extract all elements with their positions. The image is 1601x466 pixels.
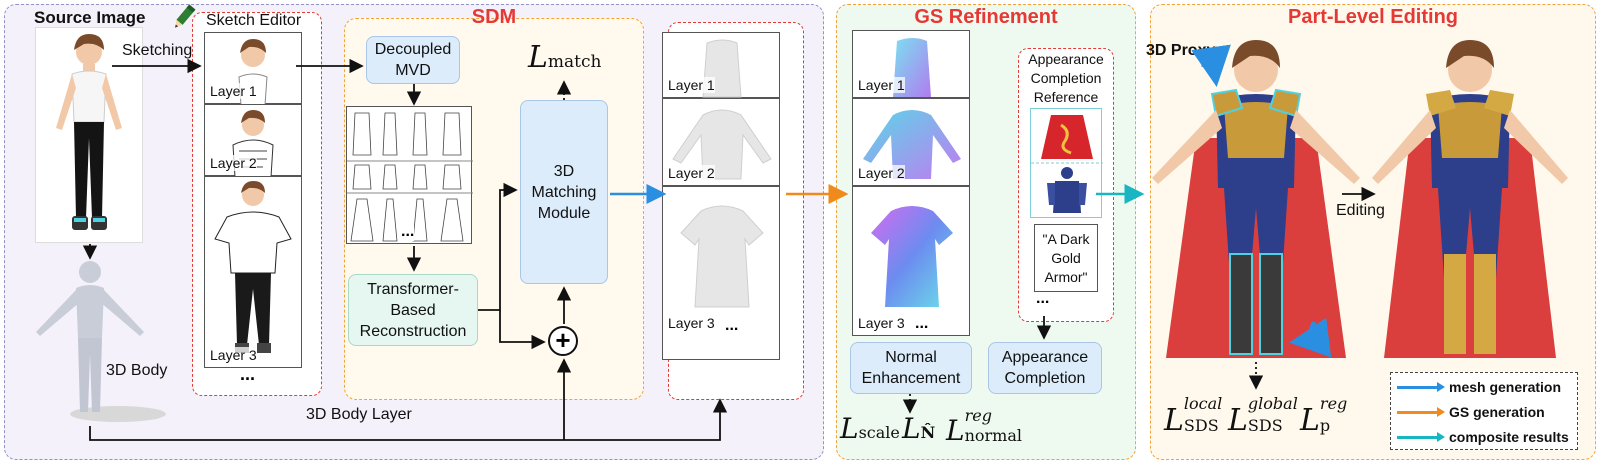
loss-p-reg-subscript: p: [1319, 416, 1331, 435]
legend-composite-arrow-icon: [1397, 431, 1445, 442]
mesh-layer-1-label: Layer 1: [668, 77, 715, 93]
gs-layer-3: Layer 3 ...: [852, 186, 970, 336]
editing-label: Editing: [1336, 202, 1385, 219]
transformer-reconstruction-box: Transformer- Based Reconstruction: [348, 274, 478, 346]
sketch-layer-1-label: Layer 1: [210, 83, 257, 99]
source-character-figure: [56, 34, 122, 230]
loss-global-sds-symbol: L: [1228, 403, 1248, 438]
mesh-layer-2-label: Layer 2: [668, 165, 715, 181]
body-layer-label: 3D Body Layer: [306, 406, 412, 423]
loss-match-subscript: match: [547, 52, 602, 72]
gs-ellipsis: ...: [915, 315, 929, 332]
loss-normal-map-subscript: N̂: [920, 423, 936, 442]
mesh-layer-3-label: Layer 3: [668, 315, 715, 331]
legend-item-mesh: mesh generation: [1397, 376, 1577, 398]
sketching-label: Sketching: [122, 42, 193, 59]
sketch-layer-2-label: Layer 2: [210, 155, 257, 171]
legend-item-gs: GS generation: [1397, 401, 1577, 423]
loss-normal-map-symbol: L: [902, 412, 921, 445]
character-before-edit: [1152, 40, 1360, 358]
loss-normal-reg-subscript: normal: [964, 426, 1023, 445]
legend-composite-label: composite results: [1449, 429, 1569, 445]
legend: mesh generation GS generation composite …: [1390, 372, 1578, 450]
sdm-title: SDM: [471, 6, 517, 28]
gs-layer-2-figure: [863, 110, 961, 179]
loss-match: Lmatch: [528, 40, 601, 75]
appearance-ellipsis: ...: [1036, 290, 1050, 307]
loss-local-sds-symbol: L: [1164, 403, 1184, 438]
loss-local-sds-subscript: SDS: [1183, 416, 1219, 435]
gs-layer-2: Layer 2: [852, 98, 970, 186]
loss-normal-reg-symbol: L: [946, 414, 965, 447]
loss-scale-symbol: L: [840, 412, 859, 445]
loss-normal-reg-superscript: reg: [964, 406, 992, 425]
source-image: [36, 28, 142, 242]
mvd-views-grid: ...: [346, 106, 473, 244]
appearance-reference-title: Appearance Completion Reference: [1028, 51, 1104, 105]
loss-global-sds-subscript: SDS: [1247, 416, 1283, 435]
text-prompt-box: "A Dark Gold Armor": [1034, 224, 1098, 292]
sketch-layer-3: Layer 3: [204, 176, 302, 368]
legend-mesh-arrow-icon: [1397, 381, 1445, 392]
decoupled-mvd-box: Decoupled MVD: [366, 36, 460, 84]
loss-p-reg-superscript: reg: [1319, 394, 1348, 413]
mesh-layer-3: Layer 3 ...: [662, 186, 780, 360]
normal-enhancement-box: Normal Enhancement: [850, 342, 972, 394]
loss-scale-subscript: scale: [858, 423, 900, 442]
legend-mesh-label: mesh generation: [1449, 379, 1562, 395]
matching-module-box: 3D Matching Module: [520, 100, 608, 284]
gs-layer-3-figure: [871, 206, 953, 307]
gs-layer-2-label: Layer 2: [858, 165, 905, 181]
appearance-reference-image: [1030, 108, 1103, 218]
mvd-ellipsis: ...: [401, 223, 415, 241]
loss-global-sds-superscript: global: [1247, 394, 1298, 413]
legend-gs-label: GS generation: [1449, 404, 1545, 420]
gs-layer-1-label: Layer 1: [858, 77, 905, 93]
sketch-ellipsis: ...: [240, 364, 256, 384]
source-image-title: Source Image: [34, 8, 146, 27]
loss-p-reg-symbol: L: [1300, 403, 1320, 438]
character-after-edit: [1372, 40, 1568, 358]
gs-refinement-title: GS Refinement: [914, 6, 1058, 28]
sketch-layer-1: Layer 1: [204, 32, 302, 106]
mesh-layer-3-figure: [680, 205, 764, 308]
legend-gs-arrow-icon: [1397, 406, 1445, 417]
mesh-layer-1: Layer 1: [662, 32, 780, 98]
body-3d-label: 3D Body: [106, 362, 168, 379]
mesh-ellipsis: ...: [725, 317, 739, 334]
pencil-icon: [175, 4, 196, 28]
part-level-editing-title: Part-Level Editing: [1287, 6, 1459, 28]
gs-layer-3-label: Layer 3: [858, 315, 905, 331]
sketch-editor-title: Sketch Editor: [206, 12, 302, 29]
mesh-layer-2: Layer 2: [662, 98, 780, 186]
legend-item-composite: composite results: [1397, 426, 1577, 448]
body-3d-figure: [36, 261, 166, 422]
appearance-completion-box: Appearance Completion: [988, 342, 1102, 394]
mesh-layer-2-figure: [672, 109, 772, 180]
loss-scale: Lscale: [840, 412, 900, 445]
loss-match-symbol: L: [528, 40, 548, 75]
sketch-layer-2: Layer 2: [204, 104, 302, 178]
plus-node: +: [548, 326, 578, 356]
loss-local-sds-superscript: local: [1183, 394, 1223, 413]
sketch-layer-3-label: Layer 3: [210, 347, 257, 363]
gs-layer-1: Layer 1: [852, 30, 970, 98]
armor-reference-figure: [1031, 115, 1103, 213]
loss-normal-map: LN̂: [902, 412, 935, 445]
